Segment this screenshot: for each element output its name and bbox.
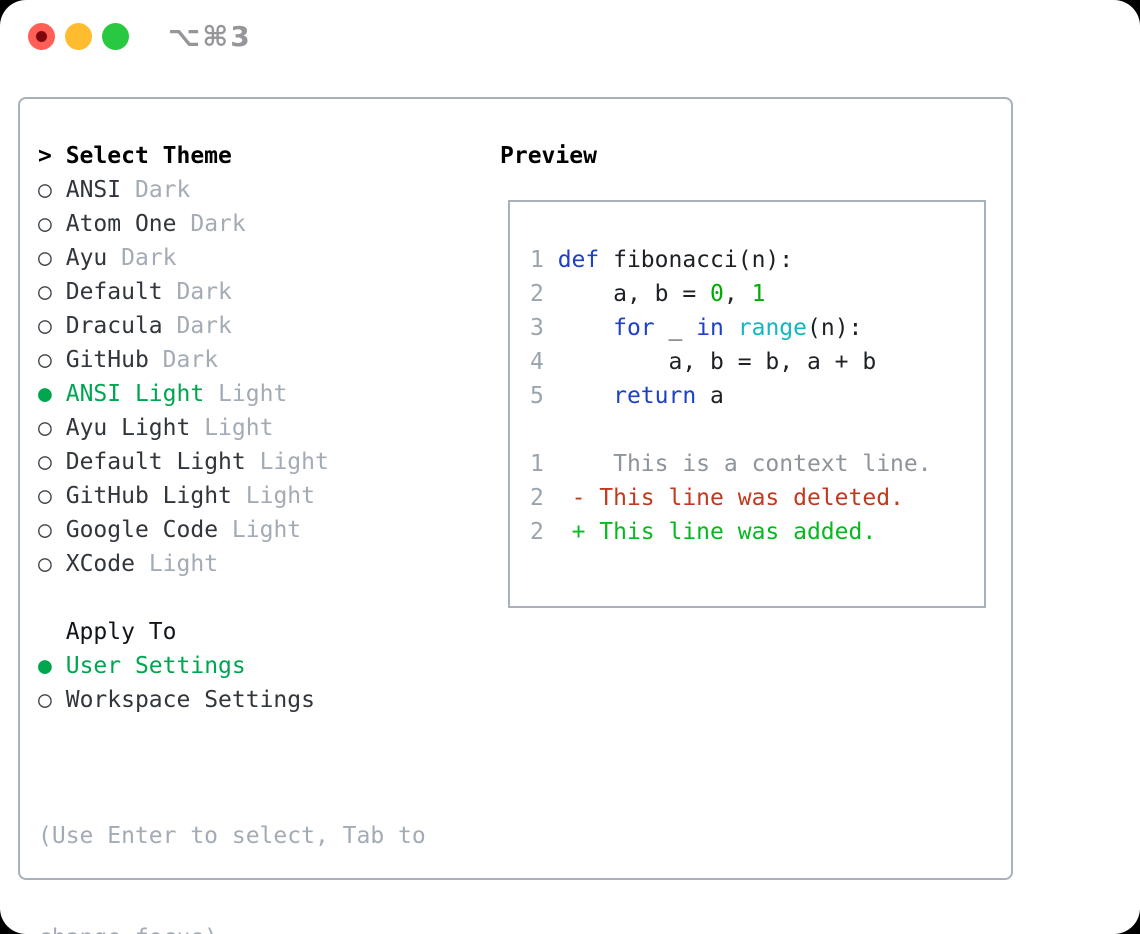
theme-variant-tag: Dark: [134, 177, 191, 203]
theme-variant-tag: Light: [231, 517, 302, 543]
apply-to-section: Apply To ● User Settings○ Workspace Sett…: [38, 615, 315, 717]
apply-option[interactable]: ● User Settings: [38, 649, 315, 683]
radio-selected-icon: ●: [38, 653, 52, 679]
apply-list: ● User Settings○ Workspace Settings: [38, 649, 315, 717]
theme-option-label: Atom One: [65, 211, 177, 237]
theme-option-label: Dracula: [65, 313, 163, 339]
blank-line: [530, 413, 984, 447]
theme-option[interactable]: ○ Default Dark: [38, 275, 329, 309]
minimize-button-icon[interactable]: [65, 23, 92, 50]
theme-option-label: GitHub Light: [65, 483, 232, 509]
radio-unselected-icon: ○: [38, 551, 52, 577]
theme-variant-tag: Light: [245, 483, 315, 509]
theme-variant-tag: Dark: [190, 211, 246, 237]
apply-to-title: Apply To: [65, 619, 177, 645]
theme-option-label: GitHub: [65, 347, 149, 373]
theme-option-label: ANSI Light: [65, 381, 205, 407]
diff-added-line: 2 + This line was added.: [530, 519, 877, 545]
prompt-icon: >: [38, 143, 66, 169]
theme-option[interactable]: ○ GitHub Light Light: [38, 479, 329, 513]
theme-option[interactable]: ○ ANSI Dark: [38, 173, 329, 207]
code-line: 4 a, b = b, a + b: [530, 349, 877, 375]
keyboard-hint: (Use Enter to select, Tab to change focu…: [38, 751, 426, 934]
theme-option-label: Ayu: [65, 245, 108, 271]
preview-title: Preview: [500, 143, 597, 169]
diff-deleted-line: 2 - This line was deleted.: [530, 485, 904, 511]
theme-option-label: ANSI: [65, 177, 122, 203]
radio-unselected-icon: ○: [38, 687, 52, 713]
theme-variant-tag: Dark: [176, 313, 232, 339]
radio-unselected-icon: ○: [38, 313, 52, 339]
select-theme-title: Select Theme: [65, 143, 232, 169]
theme-variant-tag: Light: [259, 449, 329, 475]
close-button-icon[interactable]: [28, 23, 55, 50]
radio-unselected-icon: ○: [38, 449, 52, 475]
zoom-button-icon[interactable]: [102, 23, 129, 50]
theme-option[interactable]: ○ Ayu Light Light: [38, 411, 329, 445]
radio-selected-icon: ●: [38, 381, 52, 407]
diff-context-line: 1 This is a context line.: [530, 451, 932, 477]
theme-variant-tag: Dark: [121, 245, 177, 271]
code-line: 5 return a: [530, 383, 724, 409]
traffic-lights: [28, 23, 129, 50]
code-line: 1 def fibonacci(n):: [530, 247, 794, 273]
theme-option-label: Ayu Light: [65, 415, 191, 441]
theme-variant-tag: Dark: [176, 279, 232, 305]
theme-option[interactable]: ○ Dracula Dark: [38, 309, 329, 343]
theme-option[interactable]: ○ Default Light Light: [38, 445, 329, 479]
radio-unselected-icon: ○: [38, 279, 52, 305]
window-shortcut-label: ⌥⌘3: [168, 20, 252, 53]
radio-unselected-icon: ○: [38, 177, 52, 203]
radio-unselected-icon: ○: [38, 415, 52, 441]
theme-option[interactable]: ○ GitHub Dark: [38, 343, 329, 377]
select-theme-header: > Select Theme: [38, 139, 232, 173]
apply-option-label: User Settings: [65, 653, 246, 679]
hint-line-1: (Use Enter to select, Tab to: [38, 823, 426, 849]
radio-unselected-icon: ○: [38, 211, 52, 237]
theme-option[interactable]: ○ Atom One Dark: [38, 207, 329, 241]
preview-code: 1 def fibonacci(n): 2 a, b = 0, 1 3 for _ …: [530, 243, 984, 549]
theme-variant-tag: Dark: [162, 347, 219, 373]
radio-unselected-icon: ○: [38, 347, 52, 373]
radio-unselected-icon: ○: [38, 517, 52, 543]
theme-selector-window: > Select Theme ○ ANSI Dark○ Atom One Dar…: [18, 97, 1013, 934]
radio-unselected-icon: ○: [38, 245, 52, 271]
theme-option-label: Google Code: [65, 517, 219, 543]
theme-option[interactable]: ○ Ayu Dark: [38, 241, 329, 275]
apply-option-label: Workspace Settings: [65, 687, 315, 713]
code-line: 2 a, b = 0, 1: [530, 281, 766, 307]
theme-option[interactable]: ● ANSI Light Light: [38, 377, 329, 411]
theme-option-label: Default Light: [65, 449, 246, 475]
code-line: 3 for _ in range(n):: [530, 315, 863, 341]
theme-variant-tag: Light: [218, 381, 288, 407]
theme-variant-tag: Light: [148, 551, 219, 577]
theme-option-label: XCode: [65, 551, 135, 577]
radio-unselected-icon: ○: [38, 483, 52, 509]
theme-option-label: Default: [65, 279, 163, 305]
theme-variant-tag: Light: [204, 415, 274, 441]
theme-list: ○ ANSI Dark○ Atom One Dark○ Ayu Dark○ De…: [38, 173, 329, 581]
apply-option[interactable]: ○ Workspace Settings: [38, 683, 315, 717]
preview-panel: 1 def fibonacci(n): 2 a, b = 0, 1 3 for _ …: [508, 200, 986, 608]
hint-line-2: change focus): [38, 921, 426, 934]
theme-option[interactable]: ○ Google Code Light: [38, 513, 329, 547]
theme-option[interactable]: ○ XCode Light: [38, 547, 329, 581]
